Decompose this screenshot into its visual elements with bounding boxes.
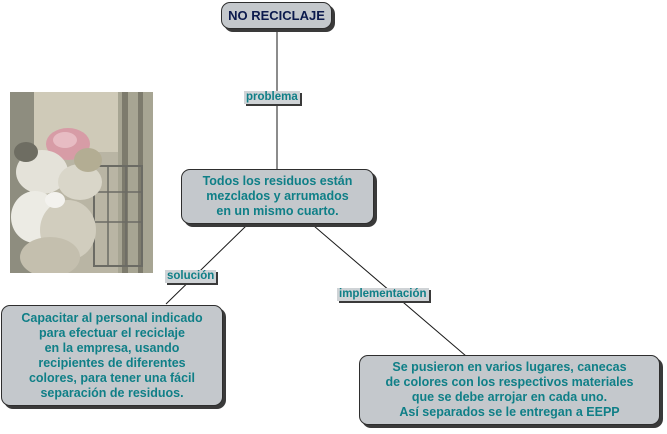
link-label-problema: problema	[244, 91, 300, 104]
root-node-no-reciclaje: NO RECICLAJE	[221, 2, 332, 29]
connector-problem-solution	[166, 226, 246, 304]
solution-node: Capacitar al personal indicado para efec…	[1, 305, 223, 406]
link-label-solucion: solución	[165, 270, 216, 283]
waste-room-photo	[10, 92, 153, 273]
link-label-implementacion: implementación	[337, 288, 429, 301]
problem-node: Todos los residuos están mezclados y arr…	[181, 169, 374, 224]
implementation-node: Se pusieron en varios lugares, canecas d…	[359, 355, 660, 425]
